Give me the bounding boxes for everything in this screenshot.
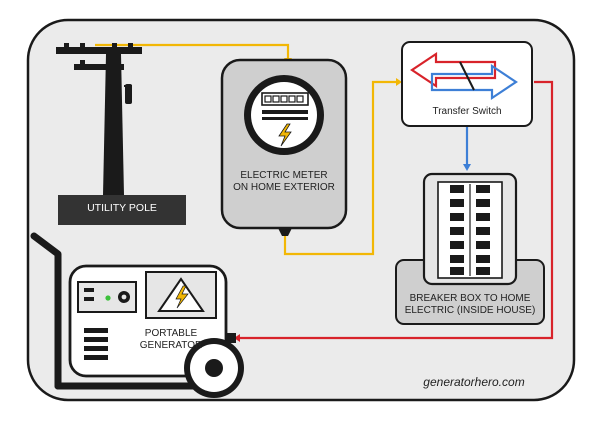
- breaker-panel-icon: [422, 172, 518, 286]
- breaker-box-label-line1: BREAKER BOX TO HOME: [409, 293, 531, 304]
- transfer-switch-label: Transfer Switch: [432, 106, 502, 117]
- breaker-wire-arrowhead: [463, 164, 471, 171]
- transfer-switch-box: [401, 41, 533, 127]
- breaker-box-label: BREAKER BOX TO HOME ELECTRIC (INSIDE HOU…: [396, 293, 544, 316]
- electric-meter-label-line2: ON HOME EXTERIOR: [233, 181, 335, 193]
- bidirectional-arrows-icon: [410, 51, 518, 101]
- breaker-box-label-line2: ELECTRIC (INSIDE HOUSE): [404, 304, 536, 316]
- meter-terminal: [278, 228, 292, 236]
- utility-wire: [95, 43, 290, 60]
- lightning-bolt-icon: [278, 123, 292, 147]
- utility-pole-icon: [56, 43, 142, 195]
- electric-meter-label-line1: ELECTRIC METER: [240, 170, 328, 181]
- portable-generator-icon: [30, 232, 244, 398]
- meter-to-switch-wire: [283, 80, 396, 256]
- electric-meter-label: ELECTRIC METER ON HOME EXTERIOR: [222, 170, 346, 193]
- electric-meter-icon: [244, 75, 324, 155]
- portable-generator-label-line2: GENERATOR: [139, 339, 203, 351]
- portable-generator-label: PORTABLE GENERATOR: [116, 328, 226, 351]
- meter-wire-arrowhead: [396, 78, 402, 86]
- website-credit[interactable]: generatorhero.com: [423, 375, 525, 389]
- utility-pole-label-box: [58, 195, 186, 225]
- portable-generator-label-line1: PORTABLE: [144, 328, 198, 339]
- utility-pole-label: UTILITY POLE: [87, 202, 157, 214]
- generator-wire: [240, 80, 554, 340]
- generator-wire-arrowhead: [234, 334, 240, 342]
